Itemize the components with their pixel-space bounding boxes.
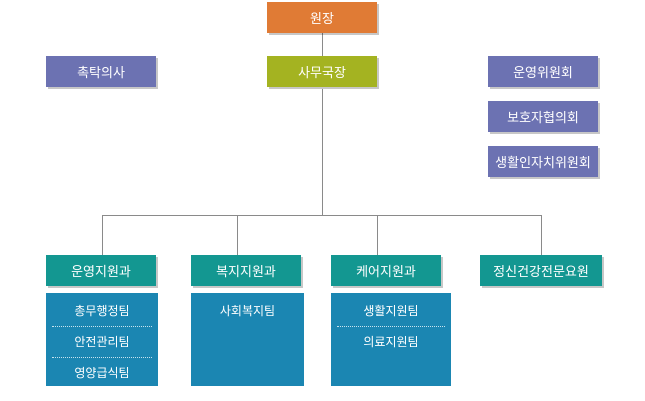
team-panel-care-support: 생활지원팀 의료지원팀 (331, 293, 451, 386)
team-medical-support: 의료지원팀 (337, 326, 445, 357)
director-box: 원장 (267, 2, 377, 33)
secretary-general-box: 사무국장 (267, 56, 377, 87)
team-living-support: 생활지원팀 (363, 304, 419, 318)
team-panel-operations-support: 총무행정팀 안전관리팀 영양급식팀 (46, 293, 158, 386)
advisor-box: 촉탁의사 (46, 56, 156, 87)
committee-box-operations: 운영위원회 (488, 56, 598, 87)
connector-dept-4 (541, 215, 542, 255)
connector-director-to-secretary (322, 33, 323, 56)
committee-box-guardians: 보호자협의회 (488, 101, 598, 132)
committee-box-residents: 생활인자치위원회 (488, 146, 598, 177)
team-social-welfare: 사회복지팀 (219, 304, 276, 318)
department-box-care-support: 케어지원과 (331, 255, 441, 286)
connector-department-bus (102, 215, 542, 216)
team-general-admin: 총무행정팀 (74, 304, 130, 318)
department-box-mental-health: 정신건강전문요원 (480, 255, 602, 286)
team-panel-welfare-support: 사회복지팀 (191, 293, 304, 386)
connector-dept-3 (377, 215, 378, 255)
team-nutrition-meals: 영양급식팀 (52, 357, 152, 388)
department-box-operations-support: 운영지원과 (46, 255, 156, 286)
connector-dept-1 (102, 215, 103, 255)
department-box-welfare-support: 복지지원과 (191, 255, 301, 286)
connector-secretary-down (322, 89, 323, 215)
team-safety-management: 안전관리팀 (52, 326, 152, 357)
connector-dept-2 (237, 215, 238, 255)
